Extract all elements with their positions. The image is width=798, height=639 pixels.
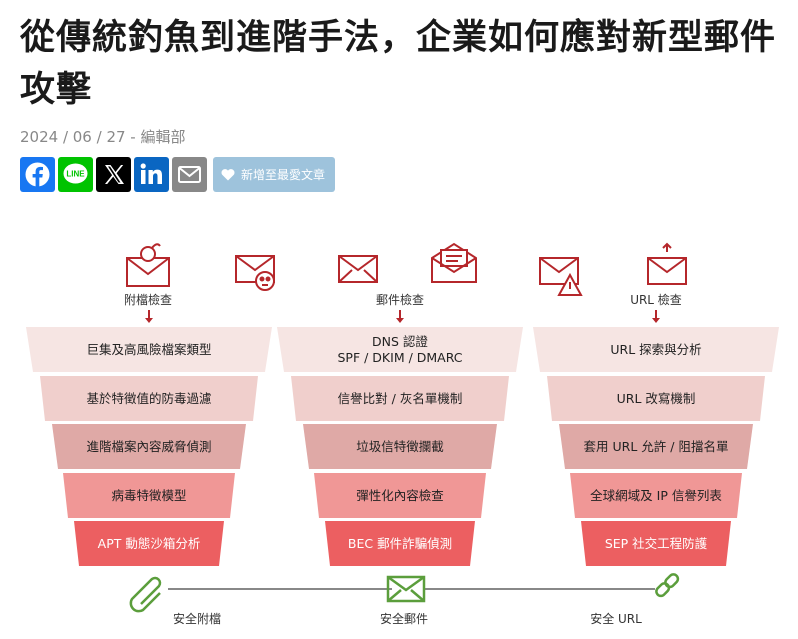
facebook-icon [25,162,50,187]
email-icon [178,166,201,183]
funnel-tier-shape [547,376,765,421]
line-icon: LINE [63,163,88,184]
funnel-tier-shape [277,327,523,372]
funnel-tier-label: 垃圾信特徵攔截 [356,438,444,454]
funnel-tier-shape [74,521,224,566]
funnel-tier-label: 信譽比對 / 灰名單機制 [337,390,463,406]
mail-skull-icon [235,255,275,291]
svg-text:LINE: LINE [66,170,85,179]
article-title: 從傳統釣魚到進階手法，企業如何應對新型郵件攻擊 [20,18,777,110]
heart-icon [221,169,235,181]
funnel-tier-shape [26,327,272,372]
funnel-tier-label: URL 探索與分析 [610,341,702,357]
x-share-button[interactable] [96,157,131,192]
bottom-label-safe-attachment: 安全附檔 [172,612,222,626]
funnel-tier-label: 全球網域及 IP 信譽列表 [590,487,722,503]
funnel-tier-shape [581,521,731,566]
funnel-tier-shape [314,473,486,518]
funnel-tier-label: 套用 URL 允許 / 阻擋名單 [583,438,729,454]
funnel-tier-shape [63,473,235,518]
bottom-label-safe-mail: 安全郵件 [379,612,429,626]
funnel-tier-shape [325,521,475,566]
article-meta: 2024 / 06 / 27 - 編輯部 [20,128,186,146]
open-mail-icon [431,242,477,283]
funnel-tier-label: DNS 認證 SPF / DKIM / DMARC [337,333,463,365]
paperclip-icon [129,576,162,613]
funnel-tier-label: URL 改寫機制 [616,390,696,406]
funnel-tier-shape [533,327,779,372]
funnel-tier-label: APT 動態沙箱分析 [97,535,201,551]
funnel-tier-label: 病毒特徵模型 [111,487,187,503]
funnel-tier-label: 進階檔案內容威脅偵測 [86,438,212,454]
mail-warning-icon [539,257,583,296]
line-share-button[interactable]: LINE [58,157,93,192]
funnel-tier-label: 巨集及高風險檔案類型 [86,341,212,357]
add-favorite-label: 新增至最愛文章 [241,168,326,182]
column-heading-url: URL 檢查 [630,293,682,307]
column-heading-attachment: 附檔檢查 [123,293,173,307]
x-icon [105,165,124,184]
funnel-tier-shape [570,473,742,518]
linkedin-icon [140,163,162,184]
funnel-bars [26,327,779,566]
linkedin-share-button[interactable] [134,157,169,192]
chain-link-icon [655,573,680,598]
mail-link-icon [647,242,687,285]
share-bar: LINE 新增至最愛文章 [20,157,336,192]
funnel-tier-shape [40,376,258,421]
bottom-label-safe-url: 安全 URL [590,612,642,626]
down-arrows [145,310,660,323]
funnel-tier-shape [303,424,497,469]
funnel-tier-shape [291,376,509,421]
funnel-tier-shape [52,424,246,469]
funnel-tier-label: BEC 郵件詐騙偵測 [347,535,453,551]
safe-mail-icon [386,575,426,603]
funnel-tier-label: 彈性化內容檢查 [356,487,444,503]
mail-envelope-icon [338,255,378,283]
column-heading-mail: 郵件檢查 [375,293,425,307]
email-share-button[interactable] [172,157,207,192]
facebook-share-button[interactable] [20,157,55,192]
mail-bomb-icon [126,243,170,287]
add-favorite-button[interactable]: 新增至最愛文章 [213,157,336,192]
funnel-tier-label: SEP 社交工程防護 [604,535,708,551]
funnel-tier-label: 基於特徵值的防毒過濾 [86,390,212,406]
funnel-tier-shape [559,424,753,469]
